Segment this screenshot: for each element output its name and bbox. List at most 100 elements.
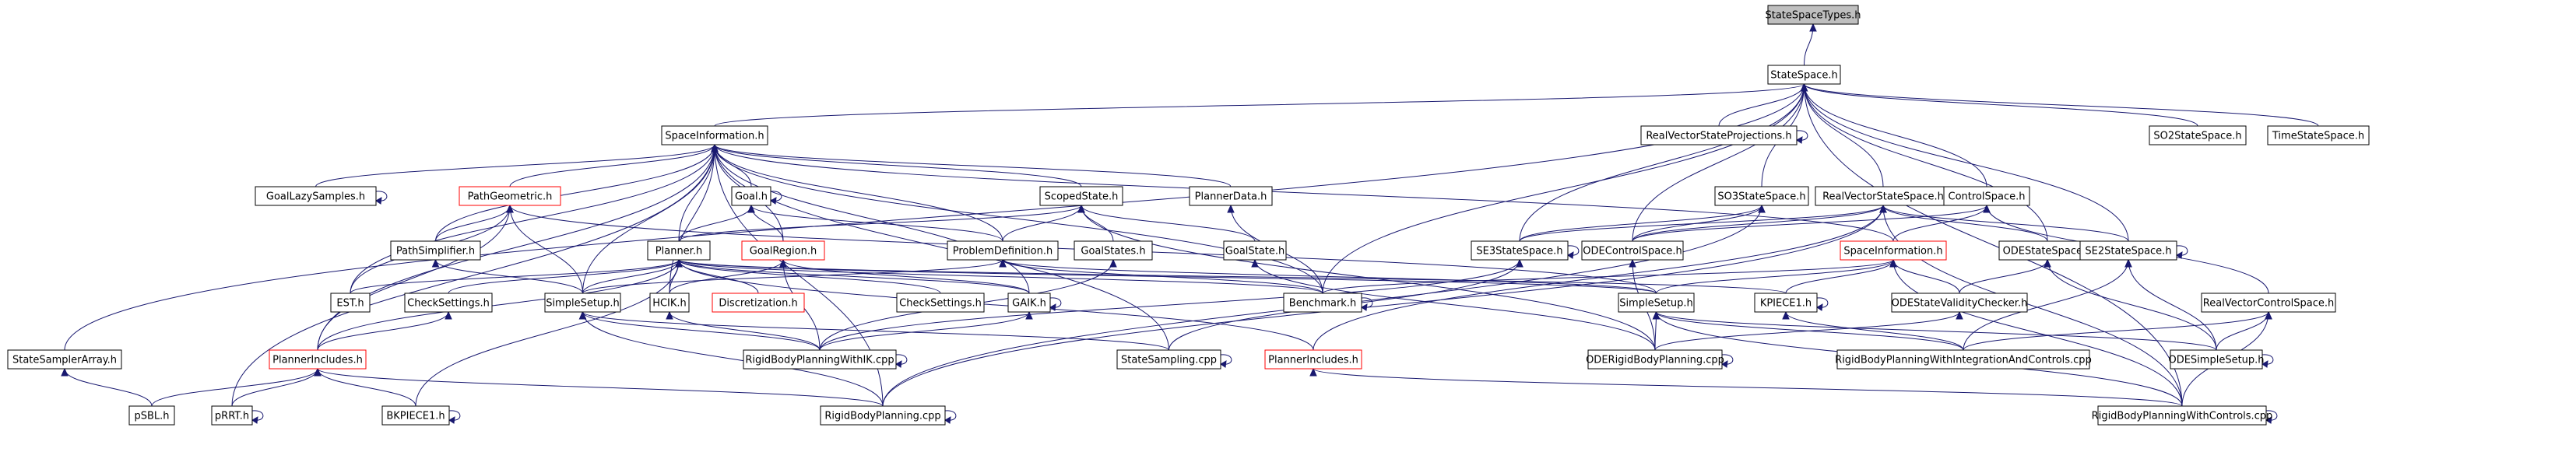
node-psbl[interactable]: pSBL.h [128,405,175,426]
node-box[interactable] [1581,240,1684,261]
node-samplerarray[interactable]: StateSamplerArray.h [7,349,122,370]
node-box[interactable] [544,293,621,313]
node-box[interactable] [1074,240,1153,261]
node-discretization[interactable]: Discretization.h [712,293,805,313]
node-box[interactable] [1943,186,2030,206]
node-box[interactable] [649,293,690,313]
node-box[interactable] [647,240,711,261]
node-box[interactable] [731,186,771,206]
node-statesampling[interactable]: StateSampling.cpp [1116,349,1221,370]
node-odecontrol[interactable]: ODEControlSpace.h [1581,240,1684,261]
node-rbp[interactable]: RigidBodyPlanning.cpp [820,405,946,426]
node-rbpctrl[interactable]: RigidBodyPlanningWithControls.cpp [2092,405,2273,426]
node-box[interactable] [712,293,805,313]
node-probdef[interactable]: ProblemDefinition.h [947,240,1059,261]
node-box[interactable] [1223,240,1287,261]
node-statespace[interactable]: StateSpace.h [1767,65,1841,85]
node-box[interactable] [743,349,897,370]
node-simplesetup2[interactable]: SimpleSetup.h [1618,293,1695,313]
node-box[interactable] [1640,125,1798,145]
node-goallazy[interactable]: GoalLazySamples.h [255,186,377,206]
node-odess[interactable]: ODEStateSpace.h [1998,240,2096,261]
node-rbpwithik[interactable]: RigidBodyPlanningWithIK.cpp [743,349,897,370]
node-box[interactable] [404,293,493,313]
node-goal[interactable]: Goal.h [731,186,771,206]
node-box[interactable] [2097,405,2267,426]
node-box[interactable] [2267,125,2370,145]
node-checksettings1[interactable]: CheckSettings.h [404,293,493,313]
node-box[interactable] [1471,240,1569,261]
node-prrt[interactable]: pRRT.h [211,405,253,426]
node-box[interactable] [1189,186,1273,206]
node-box[interactable] [2201,293,2336,313]
node-box[interactable] [1264,349,1362,370]
node-box[interactable] [1618,293,1695,313]
node-box[interactable] [7,349,122,370]
node-oderbp[interactable]: ODERigidBodyPlanning.cpp [1586,349,1724,370]
node-plannerdata[interactable]: PlannerData.h [1189,186,1273,206]
node-goalregion[interactable]: GoalRegion.h [741,240,825,261]
node-so3[interactable]: SO3StateSpace.h [1714,186,1809,206]
node-box[interactable] [1714,186,1809,206]
node-box[interactable] [1891,293,2028,313]
node-plannerincludes2[interactable]: PlannerIncludes.h [1264,349,1362,370]
node-box[interactable] [1116,349,1221,370]
node-box[interactable] [1754,293,1818,313]
node-box[interactable] [947,240,1059,261]
node-cspaceinfo[interactable]: SpaceInformation.h [1840,240,1947,261]
node-box[interactable] [1767,5,1859,25]
node-box[interactable] [2079,240,2177,261]
node-label: SpaceInformation.h [665,131,764,142]
node-checksettings2[interactable]: CheckSettings.h [896,293,985,313]
node-scoped[interactable]: ScopedState.h [1039,186,1123,206]
node-est[interactable]: EST.h [330,293,371,313]
node-spaceinfo[interactable]: SpaceInformation.h [661,125,768,145]
node-goalstate[interactable]: GoalState.h [1223,240,1287,261]
node-box[interactable] [2170,349,2263,370]
node-box[interactable] [1039,186,1123,206]
node-box[interactable] [1840,240,1947,261]
node-box[interactable] [661,125,768,145]
node-so2[interactable]: SO2StateSpace.h [2149,125,2247,145]
node-plannerincludes1[interactable]: PlannerIncludes.h [269,349,367,370]
node-pathgeom[interactable]: PathGeometric.h [459,186,561,206]
node-box[interactable] [1836,349,2090,370]
node-box[interactable] [1283,293,1362,313]
node-bkpiece1[interactable]: BKPIECE1.h [381,405,450,426]
node-box[interactable] [1767,65,1841,85]
node-box[interactable] [1587,349,1723,370]
node-box[interactable] [390,240,481,261]
node-box[interactable] [896,293,985,313]
node-rbpintctrl[interactable]: RigidBodyPlanningWithIntegrationAndContr… [1835,349,2092,370]
node-controlspace[interactable]: ControlSpace.h [1943,186,2030,206]
node-box[interactable] [741,240,825,261]
node-rvcontrolspace[interactable]: RealVectorControlSpace.h [2201,293,2336,313]
node-box[interactable] [211,405,253,426]
node-pathsimp[interactable]: PathSimplifier.h [390,240,481,261]
node-odesimplesetup[interactable]: ODESimpleSetup.h [2168,349,2265,370]
node-box[interactable] [381,405,450,426]
node-kpiece1[interactable]: KPIECE1.h [1754,293,1818,313]
node-root[interactable]: StateSpaceTypes.h [1765,5,1861,25]
node-hcik[interactable]: HCIK.h [649,293,690,313]
node-timess[interactable]: TimeStateSpace.h [2267,125,2370,145]
node-goalstates[interactable]: GoalStates.h [1074,240,1153,261]
node-box[interactable] [128,405,175,426]
node-box[interactable] [820,405,946,426]
edge-arrowhead [1652,310,1661,320]
node-planner[interactable]: Planner.h [647,240,711,261]
node-box[interactable] [2149,125,2247,145]
node-benchmark[interactable]: Benchmark.h [1283,293,1362,313]
node-box[interactable] [459,186,561,206]
node-se3[interactable]: SE3StateSpace.h [1471,240,1569,261]
node-box[interactable] [330,293,371,313]
node-box[interactable] [1007,293,1051,313]
node-rvss[interactable]: RealVectorStateSpace.h [1815,186,1952,206]
node-se2[interactable]: SE2StateSpace.h [2079,240,2177,261]
node-box[interactable] [269,349,367,370]
node-simplesetup1[interactable]: SimpleSetup.h [544,293,621,313]
node-box[interactable] [255,186,377,206]
node-rvsproj[interactable]: RealVectorStateProjections.h [1640,125,1798,145]
node-odevalidity[interactable]: ODEStateValidityChecker.h [1891,293,2028,313]
node-gaik[interactable]: GAIK.h [1007,293,1051,313]
